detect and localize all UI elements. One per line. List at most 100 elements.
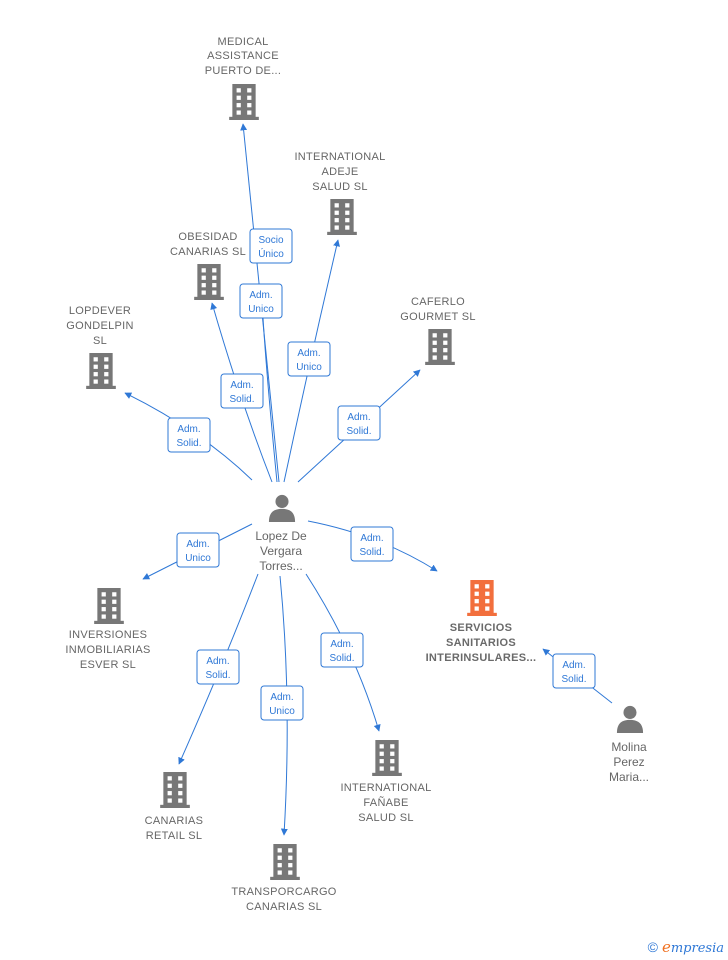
brand-initial: e [661,938,671,956]
company-label: OBESIDAD [178,231,237,243]
company-label: SERVICIOS [450,622,512,634]
company-label: SALUD SL [358,812,414,824]
company-node-servicios[interactable]: SERVICIOS SANITARIOS INTERINSULARES... [426,580,537,664]
edge-label-line: Único [258,247,284,260]
building-icon [425,329,455,365]
edge-label-line: Solid. [205,670,230,681]
company-node-caferlo[interactable]: CAFERLO GOURMET SL [400,296,476,365]
building-icon [86,353,116,389]
person-label: Lopez De [255,529,307,543]
edge-label-line: Solid. [229,394,254,405]
edge-label-line: Socio [258,235,283,246]
company-label: SALUD SL [312,181,368,193]
edge-label-line: Unico [248,304,274,315]
edge-label-line: Adm. [360,533,383,544]
edge-label-inversiones[interactable]: Adm. Unico [176,532,220,568]
edge-label-line: Solid. [346,426,371,437]
company-label: TRANSPORCARGO [231,886,336,898]
company-node-transporcargo[interactable]: TRANSPORCARGO CANARIAS SL [231,844,337,913]
company-label: CANARIAS SL [246,901,322,913]
edge-label-line: Adm. [206,656,229,667]
edge-label-line: Solid. [329,653,354,664]
edge-label-line: Solid. [176,438,201,449]
edge-label-line: Adm. [177,424,200,435]
edge-label-servicios[interactable]: Adm. Solid. [350,526,394,562]
person-node-lopez[interactable]: Lopez De Vergara Torres... [255,494,307,573]
company-label: GOURMET SL [400,311,476,323]
edge-label-retail[interactable]: Adm. Solid. [196,649,240,685]
company-label: INVERSIONES [69,629,148,641]
company-label: FAÑABE [363,796,408,809]
edge-label-obesidad-2[interactable]: Adm. Solid. [220,373,264,409]
brand-name: mpresia [670,941,724,956]
copyright-icon: © [647,939,658,955]
person-node-molina[interactable]: Molina Perez Maria... [609,705,649,784]
edge-label-caferlo[interactable]: Adm. Solid. [337,405,381,441]
edge-label-line: Adm. [249,290,272,301]
company-label: GONDELPIN [66,320,134,332]
edge-label-line: Solid. [359,547,384,558]
edge-label-line: Adm. [347,412,370,423]
edge-label-line: Adm. [270,692,293,703]
company-nodes: MEDICAL ASSISTANCE PUERTO DE... INTERNAT… [65,36,536,913]
person-icon [616,705,644,733]
person-label: Molina [611,740,647,754]
edge-label-lopdever[interactable]: Adm. Solid. [167,417,211,453]
edge-label-medical[interactable]: Socio Único [249,228,293,264]
company-label: INTERINSULARES... [426,652,537,664]
building-icon [160,772,190,808]
building-icon [270,844,300,880]
company-label: SL [93,335,107,347]
company-node-intl-fanabe[interactable]: INTERNATIONAL FAÑABE SALUD SL [340,740,431,824]
edge-label-obesidad-1[interactable]: Adm. Unico [239,283,283,319]
edge-label-line: Unico [269,706,295,717]
building-icon [467,580,497,616]
building-icon [372,740,402,776]
building-icon [94,588,124,624]
company-node-canarias-retail[interactable]: CANARIAS RETAIL SL [145,772,204,842]
edge-label-line: Unico [185,553,211,564]
brand-logo: empresia [662,938,724,956]
company-label: MEDICAL [218,36,269,48]
company-label: INTERNATIONAL [340,782,431,794]
company-label: ESVER SL [80,659,136,671]
edge-label-line: Adm. [230,380,253,391]
company-label: CANARIAS [145,815,204,827]
company-label: CAFERLO [411,296,465,308]
company-label: CANARIAS SL [170,246,246,258]
edge-labels: Socio Único Adm. Unico Adm. Solid. Adm. … [167,228,596,721]
company-node-medical[interactable]: MEDICAL ASSISTANCE PUERTO DE... [205,36,282,120]
building-icon [194,264,224,300]
edge-label-line: Adm. [186,539,209,550]
edge-label-line: Adm. [562,660,585,671]
company-node-obesidad[interactable]: OBESIDAD CANARIAS SL [170,231,246,300]
company-label: ASSISTANCE [207,50,279,62]
edge-label-line: Adm. [330,639,353,650]
building-icon [327,199,357,235]
building-icon [229,84,259,120]
company-label: ADEJE [322,166,359,178]
company-label: SANITARIOS [446,637,516,649]
edge-label-line: Adm. [297,348,320,359]
person-icon [268,494,296,522]
person-label: Vergara [260,544,302,558]
company-label: INMOBILIARIAS [65,644,150,656]
company-label: PUERTO DE... [205,65,282,77]
edge-label-fanabe[interactable]: Adm. Solid. [320,632,364,668]
company-node-inversiones[interactable]: INVERSIONES INMOBILIARIAS ESVER SL [65,588,150,671]
company-label: RETAIL SL [146,830,203,842]
footer-brand[interactable]: © empresia [648,938,724,956]
person-label: Perez [613,755,644,769]
company-node-intl-adeje[interactable]: INTERNATIONAL ADEJE SALUD SL [294,151,385,235]
edge-label-line: Solid. [561,674,586,685]
person-nodes: Lopez De Vergara Torres... Molina Perez … [255,494,649,784]
person-label: Maria... [609,770,649,784]
company-node-lopdever[interactable]: LOPDEVER GONDELPIN SL [66,305,134,389]
edge-label-transporcargo[interactable]: Adm. Unico [260,685,304,721]
edge-label-line: Unico [296,362,322,373]
company-label: LOPDEVER [69,305,131,317]
edge-label-molina[interactable]: Adm. Solid. [552,653,596,689]
company-label: INTERNATIONAL [294,151,385,163]
edge-label-adeje[interactable]: Adm. Unico [287,341,331,377]
